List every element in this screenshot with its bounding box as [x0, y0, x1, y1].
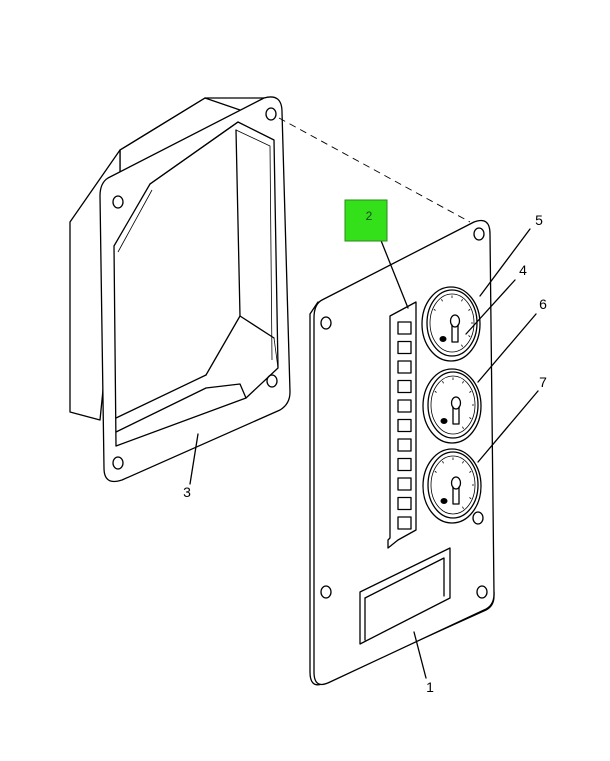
housing-hole-top-left: [112, 195, 124, 209]
callout-4[interactable]: 4: [519, 262, 527, 278]
panel-hole-top-right: [473, 227, 485, 241]
alignment-dash-line: [278, 117, 471, 223]
housing-hole-top-right: [265, 107, 277, 121]
indicator-cell: [397, 399, 412, 413]
gauge-bottom: [422, 448, 482, 524]
callout-3[interactable]: 3: [183, 484, 191, 500]
indicator-cell: [397, 340, 412, 355]
panel-hole-mid-right: [472, 511, 484, 525]
housing-part-3: [69, 96, 291, 483]
panel-hole-bottom-left: [320, 585, 332, 599]
indicator-cell: [397, 379, 412, 394]
gauge-logo-icon: [439, 336, 447, 342]
gauges: [421, 286, 482, 524]
panel-hole-bottom-right: [476, 585, 488, 599]
gauge-logo-icon: [440, 418, 448, 424]
indicator-cell: [397, 418, 412, 433]
callout-5[interactable]: 5: [535, 212, 543, 228]
indicator-cell: [397, 438, 412, 452]
panel-cutout: [359, 547, 451, 645]
callout-labels: 2 1 3 4 5 6 7: [183, 199, 547, 695]
indicator-cell: [397, 321, 412, 335]
callout-7[interactable]: 7: [539, 374, 547, 390]
housing-hole-bottom-right: [266, 374, 278, 388]
gauge-top: [421, 286, 481, 362]
gauge-logo-icon: [440, 498, 448, 504]
panel-hole-top-left: [320, 316, 332, 330]
callout-1[interactable]: 1: [426, 679, 434, 695]
housing-hole-bottom-left: [112, 456, 124, 470]
indicator-cell: [397, 360, 412, 374]
indicator-cell: [397, 516, 412, 530]
leader-lines: [189, 227, 539, 679]
housing-flange: [99, 96, 291, 483]
gauge-middle: [422, 368, 482, 444]
indicator-cell: [397, 477, 412, 491]
callout-6[interactable]: 6: [539, 296, 547, 312]
indicator-cell: [397, 457, 412, 472]
indicator-cell: [397, 496, 412, 511]
callout-2[interactable]: 2: [366, 209, 373, 223]
callout-2-highlight[interactable]: [344, 199, 388, 242]
indicator-strip-part-2: [387, 301, 417, 549]
indicator-cells: [397, 321, 412, 530]
